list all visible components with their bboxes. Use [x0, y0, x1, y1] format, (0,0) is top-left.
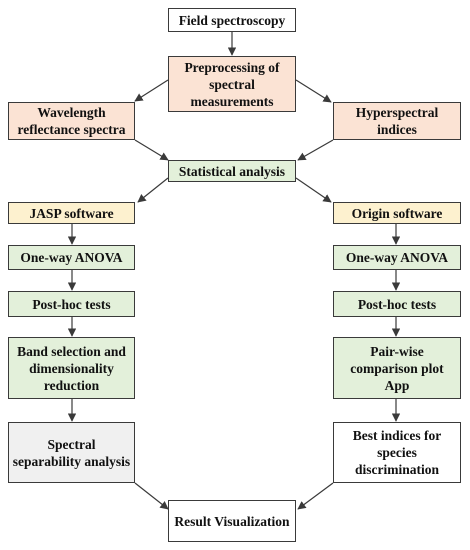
pairwise-comparison-label: Pair-wise comparison plot App [350, 343, 444, 393]
band-selection-label: Band selection and dimensionality reduct… [17, 343, 126, 393]
field-spectroscopy-box: Field spectroscopy [168, 8, 296, 32]
arrow-indices-to-statistical [297, 139, 334, 161]
jasp-software-box: JASP software [8, 202, 135, 224]
origin-software-label: Origin software [351, 205, 443, 221]
arrow-statistical-to-jasp [137, 177, 169, 203]
posthoc-left-label: Post-hoc tests [32, 296, 111, 312]
spectral-separability-box: Spectral separability analysis [8, 422, 135, 483]
arrow-separability-to-result [134, 482, 169, 510]
statistical-analysis-box: Statistical analysis [168, 160, 296, 182]
best-indices-box: Best indices for species discrimination [333, 422, 461, 483]
result-visualization-label: Result Visualization [174, 513, 290, 529]
posthoc-right-label: Post-hoc tests [357, 296, 437, 312]
posthoc-right-box: Post-hoc tests [333, 291, 461, 317]
statistical-analysis-label: Statistical analysis [178, 163, 286, 179]
arrow-statistical-to-origin [295, 177, 332, 203]
arrow-preprocessing-to-indices [295, 79, 332, 103]
jasp-software-label: JASP software [29, 205, 114, 221]
wavelength-reflectance-label: Wavelength reflectance spectra [17, 105, 126, 137]
spectral-separability-label: Spectral separability analysis [12, 436, 131, 469]
best-indices-label: Best indices for species discrimination [352, 428, 442, 477]
hyperspectral-indices-box: Hyperspectral indices [333, 102, 461, 140]
arrow-wavelength-to-statistical [134, 139, 169, 161]
pairwise-comparison-box: Pair-wise comparison plot App [333, 337, 461, 399]
origin-software-box: Origin software [333, 202, 461, 224]
posthoc-left-box: Post-hoc tests [8, 291, 135, 317]
anova-left-label: One-way ANOVA [20, 250, 123, 265]
arrow-best-indices-to-result [297, 482, 334, 510]
hyperspectral-indices-label: Hyperspectral indices [355, 105, 439, 137]
arrow-preprocessing-to-wavelength [134, 79, 169, 102]
result-visualization-box: Result Visualization [168, 500, 296, 542]
preprocessing-label: Preprocessing of spectral measurements [184, 59, 280, 109]
wavelength-reflectance-box: Wavelength reflectance spectra [8, 102, 135, 140]
anova-right-box: One-way ANOVA [333, 245, 461, 270]
anova-right-label: One-way ANOVA [345, 250, 449, 265]
field-spectroscopy-label: Field spectroscopy [178, 12, 286, 28]
anova-left-box: One-way ANOVA [8, 245, 135, 270]
preprocessing-box: Preprocessing of spectral measurements [168, 56, 296, 112]
band-selection-box: Band selection and dimensionality reduct… [8, 337, 135, 399]
